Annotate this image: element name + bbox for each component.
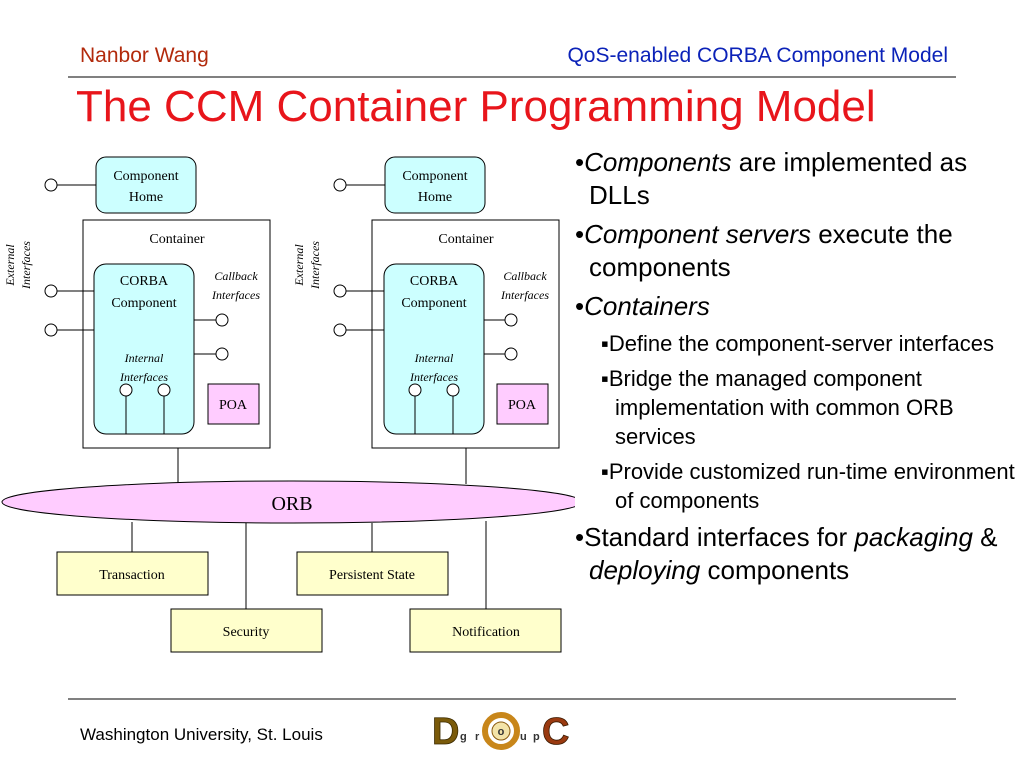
- home-interface-icon: [333, 178, 347, 192]
- author-name: Nanbor Wang: [80, 44, 209, 67]
- internal-interface-icon: [119, 383, 133, 397]
- bullet-text: execute the components: [589, 219, 953, 282]
- bullet-emphasis: packaging: [854, 522, 973, 552]
- bullet-marker: •: [575, 522, 585, 552]
- persistent-state-service-label: Persistent State: [329, 568, 415, 583]
- component-home-label-line2: Home: [129, 190, 163, 205]
- component-home-label-line2: Home: [418, 190, 452, 205]
- external-interfaces-label-line1: External: [292, 244, 306, 287]
- internal-interface-icon: [446, 383, 460, 397]
- logo-ring-icon: [482, 712, 520, 750]
- callback-interfaces-label-line2: Interfaces: [211, 288, 260, 302]
- corba-component-label-line1: CORBA: [120, 274, 169, 289]
- corba-component-box: [93, 263, 195, 435]
- logo-letter-p: p: [533, 731, 540, 743]
- bullet-item: •Containers: [575, 290, 1020, 323]
- notification-service-box: [409, 608, 562, 653]
- poa-box: [207, 383, 260, 425]
- sub-bullet-text: Define the component-server interfaces: [608, 331, 995, 356]
- callback-interface-icon: [504, 313, 518, 327]
- persistent-state-service-box: [296, 551, 449, 596]
- callback-interface-icon: [504, 347, 518, 361]
- bullet-item: •Components are implemented as DLLs: [575, 146, 1020, 212]
- bullet-marker: •: [575, 219, 585, 249]
- bullet-text: components: [700, 555, 850, 585]
- external-interfaces-label-line2: Interfaces: [308, 241, 322, 290]
- internal-interface-icon: [157, 383, 171, 397]
- corba-component-label-line2: Component: [401, 296, 466, 311]
- footer-institution: Washington University, St. Louis: [80, 725, 323, 744]
- internal-interfaces-label-line1: Internal: [414, 351, 454, 365]
- sub-bullet-item: ▪Define the component-server interfaces: [601, 329, 1020, 358]
- internal-interface-icon: [408, 383, 422, 397]
- container-label: Container: [149, 232, 205, 247]
- component-home-label-line1: Component: [113, 169, 178, 184]
- sub-bullet-marker: ▪: [601, 459, 609, 484]
- container-group-left: Component Home Container CORBA Component…: [3, 156, 271, 449]
- external-interfaces-label-line2: Interfaces: [19, 241, 33, 290]
- callback-interface-icon: [215, 347, 229, 361]
- corba-component-label-line2: Component: [111, 296, 176, 311]
- logo-letter-g: g: [460, 731, 467, 743]
- notification-service-label: Notification: [452, 625, 520, 640]
- container-group-right: Component Home Container CORBA Component…: [292, 156, 560, 449]
- callback-interfaces-label-line1: Callback: [214, 269, 258, 283]
- poa-label: POA: [508, 398, 537, 413]
- logo-letter-r: r: [475, 731, 480, 743]
- poa-box: [496, 383, 549, 425]
- callback-interfaces-label-line2: Interfaces: [500, 288, 549, 302]
- bullet-marker: •: [575, 291, 585, 321]
- doc-group-logo: D g r o u p C: [432, 711, 570, 753]
- footer-rule: [68, 698, 956, 700]
- bullet-emphasis: deploying: [589, 555, 701, 585]
- external-interface-icon: [333, 323, 347, 337]
- callback-interface-icon: [215, 313, 229, 327]
- internal-interfaces-label-line1: Internal: [124, 351, 164, 365]
- sub-bullet-text: Bridge the managed component implementat…: [608, 366, 954, 449]
- sub-bullet-marker: ▪: [601, 331, 609, 356]
- internal-interfaces-label-line2: Interfaces: [409, 370, 458, 384]
- external-interface-icon: [44, 323, 58, 337]
- logo-letter-d: D: [432, 711, 459, 753]
- sub-bullet-text: Provide customized run-time environment …: [608, 459, 1015, 513]
- security-service-label: Security: [223, 625, 270, 640]
- home-interface-icon: [44, 178, 58, 192]
- logo-letter-u: u: [520, 731, 527, 743]
- bullet-list: •Components are implemented as DLLs •Com…: [575, 146, 1020, 593]
- transaction-service-label: Transaction: [99, 568, 165, 583]
- talk-title: QoS-enabled CORBA Component Model: [567, 44, 948, 67]
- transaction-service-box: [56, 551, 209, 596]
- bullet-text: Standard interfaces for: [584, 522, 855, 552]
- external-interface-icon: [44, 284, 58, 298]
- security-service-box: [170, 608, 323, 653]
- callback-interfaces-label-line1: Callback: [503, 269, 547, 283]
- poa-label: POA: [219, 398, 248, 413]
- ccm-container-diagram: Component Home Container CORBA Component…: [1, 156, 575, 653]
- corba-component-label-line1: CORBA: [410, 274, 459, 289]
- sub-bullet-item: ▪Bridge the managed component implementa…: [601, 364, 1020, 451]
- header-rule: [68, 76, 956, 78]
- slide-title: The CCM Container Programming Model: [76, 82, 876, 131]
- corba-component-box: [383, 263, 485, 435]
- external-interface-icon: [333, 284, 347, 298]
- internal-interfaces-label-line2: Interfaces: [119, 370, 168, 384]
- sub-bullet-marker: ▪: [601, 366, 609, 391]
- bullet-text: &: [972, 522, 998, 552]
- container-label: Container: [438, 232, 494, 247]
- bullet-emphasis: Components: [584, 147, 732, 177]
- sub-bullet-item: ▪Provide customized run-time environment…: [601, 457, 1020, 515]
- bullet-emphasis: Containers: [584, 291, 710, 321]
- bullet-item: •Component servers execute the component…: [575, 218, 1020, 284]
- external-interfaces-label-line1: External: [3, 244, 17, 287]
- bullet-marker: •: [575, 147, 585, 177]
- bullet-emphasis: Component servers: [584, 219, 811, 249]
- bullet-text: are implemented as DLLs: [589, 147, 968, 210]
- logo-letter-o: o: [498, 726, 505, 738]
- bullet-item: •Standard interfaces for packaging & dep…: [575, 521, 1020, 587]
- logo-letter-c: C: [542, 711, 569, 753]
- orb-label: ORB: [271, 493, 312, 515]
- component-home-label-line1: Component: [402, 169, 467, 184]
- orb-bus: [1, 480, 575, 524]
